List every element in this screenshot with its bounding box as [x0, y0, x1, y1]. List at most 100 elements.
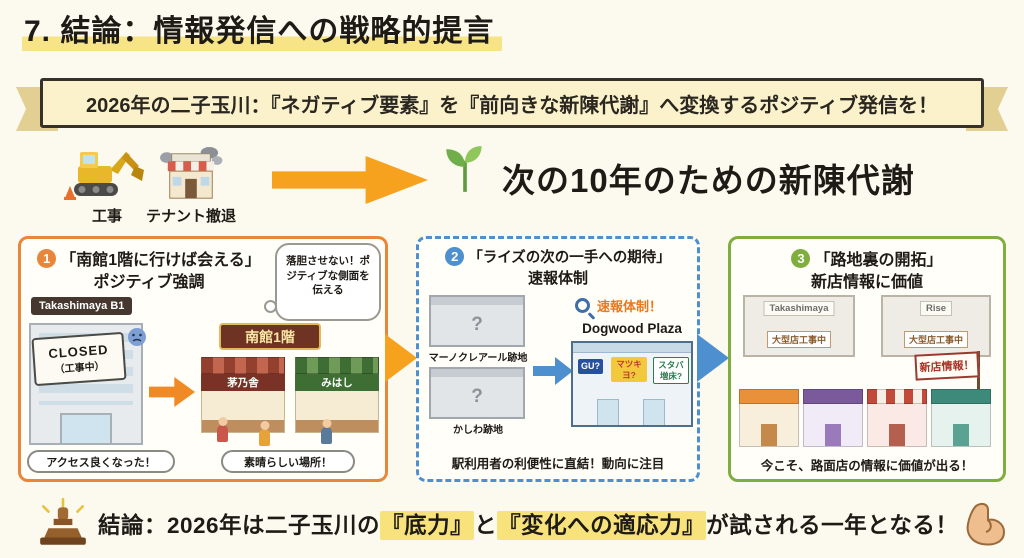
magnifier-icon [575, 298, 590, 313]
speech-bubble-access: アクセス良くなった！ [27, 450, 175, 473]
building-roof-strip [431, 369, 523, 377]
conclusion-highlight-2: 『変化への適応力』 [497, 511, 707, 540]
stall-body [201, 391, 285, 433]
construction-tag: 大型店工事中 [903, 331, 969, 348]
panel1-title-line1: 1 「南館1階に行けば会える」 [23, 246, 275, 270]
panel2-title-line2: 速報体制 [527, 270, 588, 287]
shop-body [867, 404, 927, 447]
street-shop [931, 389, 991, 447]
conclusion-prefix: 結論：2026年は二子玉川の [98, 513, 381, 538]
building-roof-strip [431, 297, 523, 305]
tenant-withdrawal-label: テナント撤退 [145, 208, 236, 225]
sprout-icon [446, 146, 482, 192]
panel3-bottom-text: 今こそ、路面店の情報に価値が出る！ [760, 459, 974, 473]
shop-door [825, 424, 841, 446]
banner-text: 2026年の二子玉川：『ネガティブ要素』を『前向きな新陳代謝』へ変換するポジティ… [40, 78, 984, 128]
closed-sign-subtext: （工事中） [54, 361, 105, 376]
street-shop [867, 389, 927, 447]
speech-bubble-wonderful: 素晴らしい場所！ [221, 450, 355, 473]
street-shop [739, 389, 799, 447]
panel3-title-text: 「路地裏の開拓」 [814, 252, 943, 269]
tenant-chip-matsukiyo: マツキヨ? [611, 357, 647, 383]
street-shop [803, 389, 863, 447]
shop-body [803, 404, 863, 447]
shop-awning [803, 389, 863, 404]
transition-headline: 次の10年のための新陳代謝 [502, 162, 915, 199]
tenant-chip-gu: GU? [578, 359, 603, 375]
person-figure [321, 427, 332, 444]
panel-backstreet-development: 3 「路地裏の開拓」 新店情報に価値 Takashimaya 大型店工事中 Ri… [728, 236, 1006, 482]
panel1-title-line2: ポジティブ強調 [93, 274, 205, 291]
shop-stall-mihashi: みはし [295, 357, 379, 433]
south-building-sign: 南館1階 [219, 323, 321, 350]
person-figure [259, 429, 270, 446]
panel-positive-emphasis: 1 「南館1階に行けば会える」 ポジティブ強調 落胆させない！ポジティブな側面を… [18, 236, 388, 482]
stall-sign-label: みはし [295, 374, 379, 391]
banner-ribbon: 2026年の二子玉川：『ネガティブ要素』を『前向きな新陳代謝』へ変換するポジティ… [16, 78, 1008, 132]
shop-awning [867, 389, 927, 404]
plaza-name: Dogwood Plaza [582, 321, 682, 336]
construction-tag: 大型店工事中 [766, 331, 832, 348]
panel1-number-badge: 1 [37, 248, 57, 268]
stamp-icon [40, 497, 86, 545]
stall-counter [296, 420, 378, 432]
alert-row: 速報体制！ [575, 296, 662, 315]
panel3-title-line2: 新店情報に価値 [810, 274, 923, 291]
panel2-bottom-text: 駅利用者の利便性に直結！動向に注目 [451, 457, 665, 471]
closed-sign: CLOSED （工事中） [31, 331, 127, 387]
vacant-site-building: ? [429, 367, 525, 419]
stall-sign-label: 茅乃舎 [201, 374, 285, 391]
conclusion-suffix: が試される一年となる！ [706, 513, 959, 538]
question-mark: ? [471, 314, 483, 335]
building-name-label: Takashimaya [763, 301, 835, 316]
tenant-chip-starbucks: スタバ増床? [653, 357, 689, 385]
panel2-number-badge: 2 [445, 247, 465, 266]
plaza-building: GU? マツキヨ? スタバ増床? [571, 341, 693, 427]
shop-body [739, 404, 799, 447]
arrow-right-icon [533, 357, 573, 385]
construction-label: 工事 [91, 208, 122, 225]
panel2-title-text: 「ライズの次の一手への期待」 [468, 250, 671, 266]
arrow-right-icon [149, 377, 195, 407]
conclusion-middle: と [474, 513, 498, 538]
shop-stall-kayanoya: 茅乃舎 [201, 357, 285, 433]
shop-body [931, 404, 991, 447]
panel1-title-text: 「南館1階に行けば会える」 [60, 252, 261, 269]
panel-rise-news-system: 2 「ライズの次の一手への期待」 速報体制 ? マーノクレアール跡地 ? かしわ… [416, 236, 700, 482]
takashimaya-b1-label: Takashimaya B1 [31, 297, 133, 315]
stall-awning [295, 357, 379, 374]
shop-awning [931, 389, 991, 404]
panel-flow-arrow-2 [697, 334, 729, 382]
takashimaya-building: Takashimaya 大型店工事中 [743, 295, 855, 357]
thought-bubble: 落胆させない！ポジティブな側面を伝える [264, 243, 381, 321]
building-name-label: Rise [919, 301, 953, 316]
panel2-title-line1: 2 「ライズの次の一手への期待」 [419, 246, 697, 267]
stall-body [295, 391, 379, 433]
panel3-title-line1: 3 「路地裏の開拓」 [731, 246, 1003, 270]
sad-face-icon [128, 328, 146, 346]
alert-label: 速報体制！ [597, 299, 663, 314]
shop-awning [739, 389, 799, 404]
page-title: 7. 結論：情報発信への戦略的提言 [22, 6, 503, 51]
shop-door [761, 424, 777, 446]
shop-door [953, 424, 969, 446]
arrow-right-icon [272, 156, 428, 204]
rise-building: Rise 大型店工事中 [881, 295, 991, 357]
stall-awning [201, 357, 285, 374]
plaza-door [597, 399, 619, 425]
panel3-number-badge: 3 [791, 248, 811, 268]
site1-label: マーノクレアール跡地 [428, 353, 528, 364]
person-figure [217, 425, 228, 442]
building-door [60, 413, 112, 443]
conclusion-text: 結論：2026年は二子玉川の『底力』と『変化への適応力』が試される一年となる！ [98, 508, 958, 540]
site2-label: かしわ跡地 [453, 425, 503, 436]
plaza-door [643, 399, 665, 425]
muscle-icon [966, 502, 1006, 546]
new-shop-flag: 新店情報！ [914, 351, 980, 381]
closing-store-icon [160, 146, 223, 199]
vacant-site-building: ? [429, 295, 525, 347]
page-title-text: 7. 結論：情報発信への戦略的提言 [22, 15, 503, 51]
conclusion-highlight-1: 『底力』 [380, 511, 475, 540]
plaza-roof [573, 343, 691, 353]
